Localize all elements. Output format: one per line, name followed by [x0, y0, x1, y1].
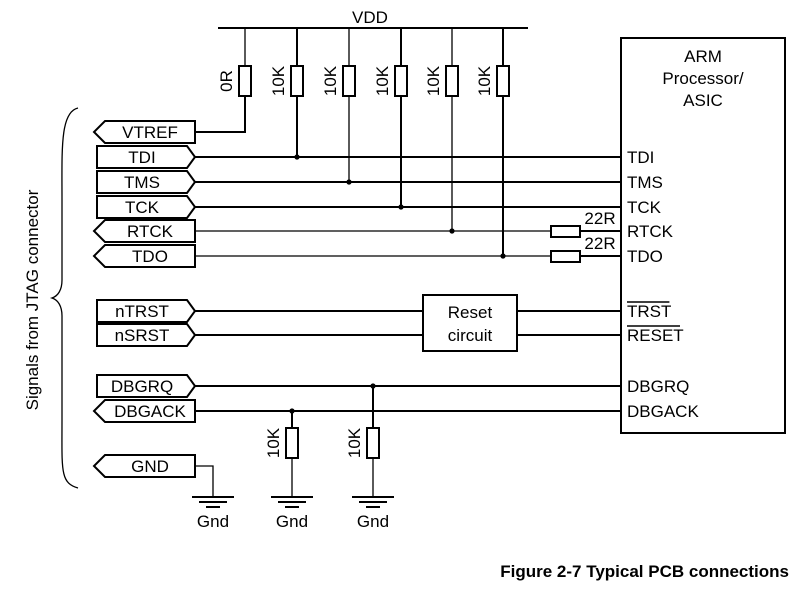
connector-signal-rtck: RTCK [92, 219, 621, 243]
ground-label: Gnd [357, 512, 389, 531]
signal-tag [96, 299, 197, 323]
resistor-value: 10K [424, 65, 443, 96]
signal-tag [92, 399, 196, 423]
connector-signal-dbgack: DBGACK [92, 399, 621, 423]
connector-signal-dbgrq: DBGRQ [96, 374, 621, 398]
pulldown-resistor-dbgrq: 10K [345, 383, 380, 497]
ground-symbol: Gnd [271, 496, 313, 531]
resistor-value: 22R [584, 234, 615, 253]
series-resistor-rtck: 22R [550, 209, 616, 238]
signal-tag-label: nTRST [115, 302, 169, 321]
resistor-value: 10K [475, 65, 494, 96]
connector-signal-gnd: GND [92, 454, 214, 497]
reset-circuit-block [422, 294, 518, 352]
chip-pin-reset: RESET [627, 326, 684, 345]
signal-tag [96, 145, 197, 169]
signal-tag-label: TCK [125, 198, 160, 217]
reset-circuit-label: circuit [448, 326, 493, 345]
chip-pin-rtck: RTCK [627, 222, 674, 241]
signal-tag [92, 244, 196, 268]
signal-tag-label: RTCK [127, 222, 174, 241]
signal-tag-label: TDI [128, 148, 155, 167]
signal-tag-label: nSRST [115, 326, 170, 345]
pullup-resistor-rtck: 10K [424, 28, 459, 234]
resistor-body [394, 65, 408, 97]
connector-signal-tdi: TDI [96, 145, 621, 169]
pulldown-resistors: 10K 10K [264, 383, 380, 497]
chip-pin-dbgack: DBGACK [627, 402, 699, 421]
reset-circuit-label: Reset [448, 303, 493, 322]
resistor-body [342, 65, 356, 97]
connector-brace-label: Signals from JTAG connector [23, 189, 42, 410]
resistor-value: 10K [269, 65, 288, 96]
signal-nets: VTREF TDI TMS TCK RTCK TDO nTRST nSRST DBGRQ DBGA… [92, 100, 621, 497]
connector-signal-ntrst: nTRST [96, 299, 621, 323]
signal-tag [92, 454, 196, 478]
chip-pin-tdo: TDO [627, 247, 663, 266]
pullup-resistors: 0R 10K 10K 10K 10K 10K [217, 28, 510, 259]
resistor-body [496, 65, 510, 97]
resistor-body [445, 65, 459, 97]
connector-signal-tms: TMS [96, 170, 621, 194]
resistor-value: 10K [345, 427, 364, 458]
chip-pin-tms: TMS [627, 173, 663, 192]
resistor-value: 10K [321, 65, 340, 96]
resistor-value: 10K [264, 427, 283, 458]
signal-tag-label: VTREF [122, 123, 178, 142]
figure-caption: Figure 2-7 Typical PCB connections [500, 562, 789, 581]
connector-brace [49, 107, 79, 489]
pullup-resistor-tdi: 10K [269, 28, 304, 160]
chip-title-line: ARM [684, 47, 722, 66]
connector-signal-vtref: VTREF [92, 100, 246, 144]
ground-label: Gnd [197, 512, 229, 531]
resistor-value: 22R [584, 209, 615, 228]
resistor-body [290, 65, 304, 97]
signal-tag-label: GND [131, 457, 169, 476]
chip-pin-labels: TDI TMS TCK RTCK TDO TRST RESET DBGRQ DBGACK [627, 148, 699, 421]
chip-title-line: ASIC [683, 91, 723, 110]
signal-tag [92, 120, 196, 144]
chip-pin-trst: TRST [627, 302, 671, 321]
pullup-resistor-tck: 10K [373, 28, 408, 210]
chip-title-line: Processor/ [662, 69, 744, 88]
connector-signal-tdo: TDO [92, 244, 621, 268]
ground-symbol: Gnd [352, 496, 394, 531]
arm-processor-block [620, 37, 786, 434]
wire [195, 465, 214, 497]
signal-tag-label: TMS [124, 173, 160, 192]
series-resistor-tdo: 22R [550, 234, 616, 263]
resistor-body [238, 65, 252, 97]
resistor-body [285, 427, 299, 459]
signal-tag-label: DBGACK [114, 402, 186, 421]
signal-tag [96, 374, 197, 398]
resistor-body [550, 225, 581, 238]
signal-tag [96, 323, 197, 347]
signal-tag-label: DBGRQ [111, 377, 173, 396]
resistor-body [550, 250, 581, 263]
connector-signal-tck: TCK [96, 195, 621, 219]
connector-signal-nsrst: nSRST [96, 323, 621, 347]
signal-tag [96, 170, 197, 194]
pullup-resistor-vtref: 0R [217, 28, 252, 100]
ground-symbol: Gnd [192, 496, 234, 531]
chip-pin-tck: TCK [627, 198, 662, 217]
chip-pin-tdi: TDI [627, 148, 654, 167]
chip-title: ARM Processor/ ASIC [662, 47, 744, 110]
signal-tag [92, 219, 196, 243]
ground-symbols: Gnd Gnd Gnd [192, 496, 394, 531]
signal-tag [96, 195, 197, 219]
resistor-value: 10K [373, 65, 392, 96]
pulldown-resistor-dbgack: 10K [264, 408, 299, 497]
pullup-resistor-tdo: 10K [475, 28, 510, 259]
ground-label: Gnd [276, 512, 308, 531]
resistor-value: 0R [217, 70, 236, 92]
pullup-resistor-tms: 10K [321, 28, 356, 185]
vdd-label: VDD [352, 8, 388, 27]
signal-tag-label: TDO [132, 247, 168, 266]
resistor-body [366, 427, 380, 459]
wire [195, 100, 246, 133]
chip-pin-dbgrq: DBGRQ [627, 377, 689, 396]
